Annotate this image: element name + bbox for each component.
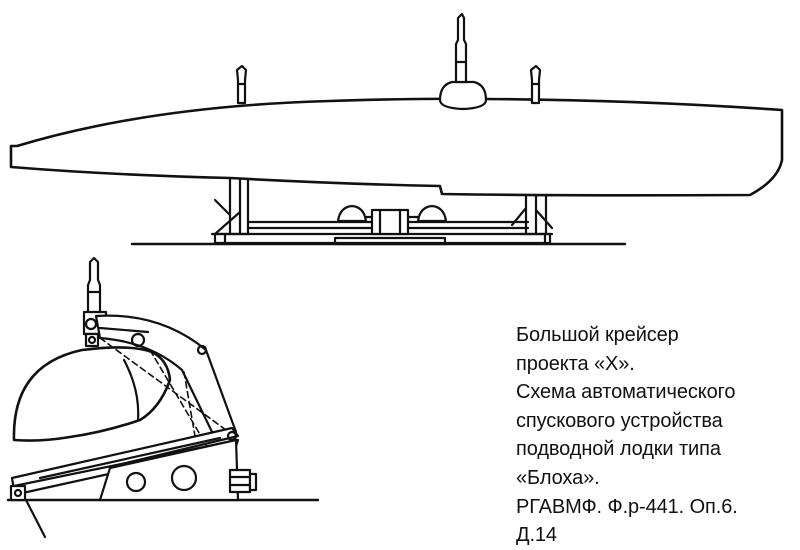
periscope-mast (454, 12, 468, 84)
left-dome (336, 204, 368, 223)
cradle-base (213, 232, 552, 246)
caption-line: проекта «Х». (516, 352, 635, 375)
submarine-bow-dome (12, 346, 172, 442)
launch-device-end-view (6, 256, 320, 539)
cradle-hole-left (125, 471, 147, 493)
dashed-travel-path (99, 337, 227, 449)
caption-line: Д.14 (516, 524, 557, 547)
rail-end-bracket (9, 484, 27, 502)
figure-caption: Большой крейсер проекта «Х». Схема автом… (516, 321, 796, 550)
upright-post (86, 256, 102, 318)
cradle-hole-right (170, 464, 198, 492)
caption-line: РГАВМФ. Ф.р-441. Оп.6. (516, 495, 738, 518)
caption-line: спускового устройства (516, 409, 723, 432)
cradle-body (98, 438, 240, 502)
rail-pivot (226, 430, 238, 442)
rail-end-fitting (228, 468, 258, 494)
caption-line: Большой крейсер (516, 324, 679, 346)
conning-tower (438, 80, 488, 111)
central-mechanism (364, 208, 420, 236)
left-support-frame (210, 176, 252, 236)
right-dome (416, 204, 448, 223)
caption-line: подводной лодки типа (516, 438, 721, 461)
submarine-hull (9, 97, 784, 197)
submarine-side-view (9, 12, 784, 246)
caption-line: «Блоха». (516, 466, 600, 489)
caption-line: Схема автоматического (516, 381, 736, 404)
